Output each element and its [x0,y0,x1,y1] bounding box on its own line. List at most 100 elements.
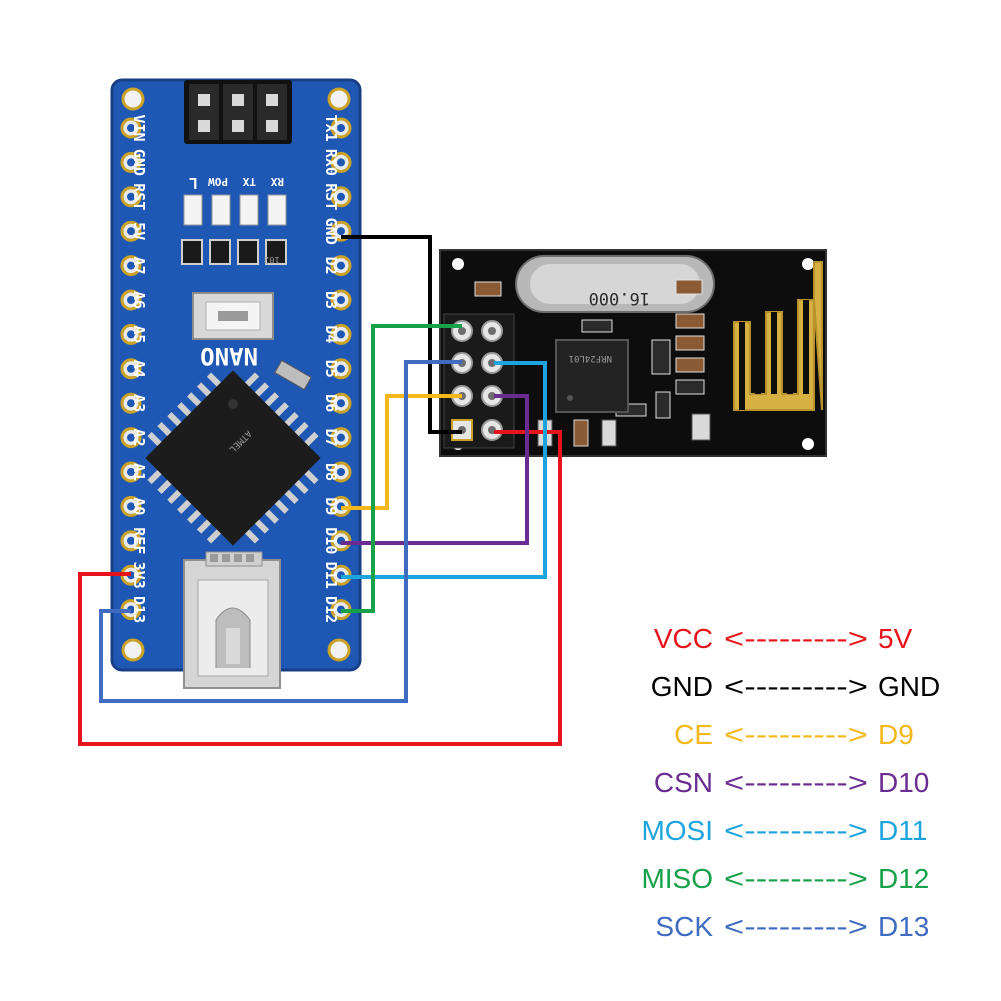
resistor-array: 102 [181,239,287,265]
legend-signal: VCC [654,623,713,654]
pin-label-right: D3 [322,291,340,309]
mounting-hole [327,87,351,111]
pin-label-left: 5V [130,222,148,240]
legend-row: CE <---------> D9 [674,719,914,750]
pin-label-right: D2 [322,257,340,275]
led-label-rx: RX [270,175,284,188]
resistor-code: 102 [264,254,280,264]
pin-label-left: A4 [130,360,148,378]
rf-capacitor [601,419,617,447]
reset-button [192,292,274,340]
legend-signal: MISO [641,863,713,894]
pin-label-right: D8 [322,463,340,481]
nrf24l01-module: 16.000 NRF24L01 [439,249,827,457]
pin-label-right: D4 [322,325,340,343]
pin-label-right: GND [322,218,340,245]
legend-row: CSN <---------> D10 [654,767,930,798]
wire-vcc [78,430,562,746]
legend-pin: D9 [878,719,914,750]
led-label-tx: TX [242,175,256,188]
legend-row: VCC <---------> 5V [654,623,913,654]
led-rx [267,194,287,226]
led-label-pow: POW [208,175,228,188]
legend-pin: D10 [878,767,929,798]
legend-arrow: <---------> [724,671,868,702]
pin-label-right: D9 [322,497,340,515]
rf-capacitor [573,419,589,447]
pin-label-right: D7 [322,429,340,447]
pin-label-left: A2 [130,429,148,447]
rf-resistor [655,391,671,419]
pin-label-left: 3V3 [130,562,148,589]
mini-usb-connector [183,551,281,689]
mounting-hole [327,638,351,662]
legend-arrow: <---------> [724,911,868,942]
pin-label-left: A1 [130,463,148,481]
legend-arrow: <---------> [724,863,868,894]
legend-row: MISO <---------> D12 [641,863,929,894]
legend-signal: SCK [655,911,713,942]
pin-label-right: D6 [322,394,340,412]
wire-gnd [341,235,462,434]
right-pin-holes [330,117,352,621]
legend-pin: 5V [878,623,913,654]
smd-component [274,359,312,391]
pin-label-left: A3 [130,394,148,412]
atmega-chip: ATMEL [145,370,321,546]
legend-pin: GND [878,671,940,702]
rf-mounting-hole [452,258,464,270]
rf-capacitor [691,413,711,441]
legend-pin: D12 [878,863,929,894]
pin-label-left: REF [130,527,148,554]
rf-capacitor [675,313,705,329]
legend-arrow: <---------> [724,719,868,750]
rf-mounting-hole [802,438,814,450]
wire-sck [99,360,462,703]
legend-arrow: <---------> [724,815,868,846]
wire-mosi [341,361,547,579]
mounting-hole [121,638,145,662]
led-label-l: L [189,174,198,192]
led-l [183,194,203,226]
pin-label-right: D12 [322,596,340,623]
pin-label-left: A5 [130,325,148,343]
led-tx [239,194,259,226]
legend-pin: D11 [878,815,927,846]
pin-label-right: D10 [322,527,340,554]
board-name: NANO [200,342,258,370]
wire-csn [341,394,529,545]
rf-resistor [581,319,613,333]
antenna-gaps [739,300,809,410]
pin-label-right: RX0 [322,149,340,176]
pin-label-left: A7 [130,257,148,275]
rf-chip: NRF24L01 [555,339,629,413]
legend-arrow: <---------> [724,767,868,798]
rf-capacitor [675,279,703,295]
legend-arrow: <---------> [724,623,868,654]
pin-label-right: D11 [322,562,340,589]
led-pow [211,194,231,226]
pin-label-right: TX1 [322,114,340,141]
pin-label-left: D13 [130,596,148,623]
rf-capacitor [474,281,502,297]
legend-signal: GND [651,671,713,702]
pin-label-left: GND [130,149,148,176]
rf-capacitor [675,335,705,351]
pcb-antenna [733,261,823,411]
rf-pin-header [443,313,515,449]
pin-label-left: A6 [130,291,148,309]
legend-signal: CE [674,719,713,750]
mounting-hole [121,87,145,111]
pin-label-right: D5 [322,360,340,378]
rf-capacitor [675,357,705,373]
icsp-header [184,80,292,144]
rf-resistor [675,379,705,395]
legend-signal: CSN [654,767,713,798]
rf-inductor [651,339,671,375]
wire-ce [341,394,462,510]
pin-label-left: A0 [130,497,148,515]
